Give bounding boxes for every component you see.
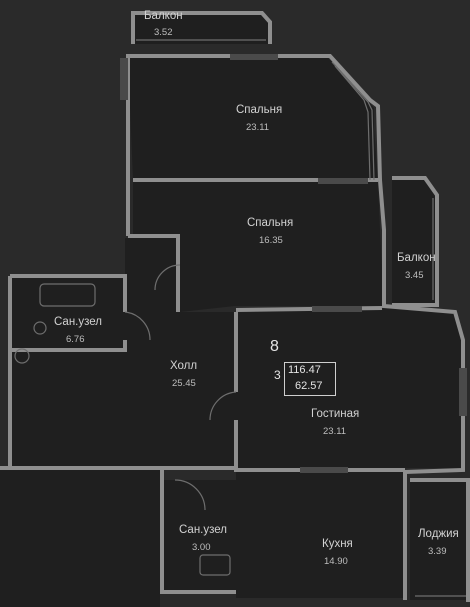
room-name-bedroom-2: Спальня (247, 217, 294, 229)
room-area-bathroom-1: 6.76 (66, 334, 85, 345)
room-area-living-room: 23.11 (323, 426, 347, 437)
wall-loggia (410, 478, 470, 602)
door-swing-bath1 (124, 311, 151, 341)
kitchen-fill (236, 470, 405, 598)
wall-balcony-right (392, 176, 439, 307)
window-bedroom2 (318, 178, 368, 184)
door-swing-living (209, 391, 237, 421)
room-name-bathroom-1: Сан.узел (54, 316, 102, 328)
living-room-fill (236, 308, 462, 468)
outer-wall-top (126, 54, 465, 474)
room-name-balcony-top: Балкон (144, 10, 183, 22)
apartment-total-area: 116.47 (288, 364, 321, 376)
window-kitchen (300, 467, 348, 473)
bay-window-line (331, 61, 375, 181)
balcony-right-fill (392, 178, 437, 305)
wall-bath1 (10, 274, 127, 312)
window-living (312, 306, 362, 312)
wall-bedroom-hall (128, 234, 180, 312)
room-name-bedroom-1: Спальня (236, 104, 283, 116)
door-swing-hall (154, 264, 181, 291)
room-area-bedroom-1: 23.11 (246, 122, 270, 133)
window-living-right (459, 368, 467, 416)
apartment-room-count: 3 (274, 368, 281, 382)
bedroom-2-fill (133, 180, 384, 312)
bay-window-line-2 (334, 65, 371, 181)
room-name-kitchen: Кухня (322, 538, 353, 550)
wall-bath1-bottom (10, 340, 127, 352)
bathroom-2-fill (162, 480, 236, 590)
bathtub (39, 283, 96, 307)
room-area-balcony-top: 3.52 (154, 27, 173, 38)
kitchen-sink (199, 554, 231, 576)
apartment-living-area: 62.57 (295, 380, 323, 392)
room-name-bathroom-2: Сан.узел (179, 524, 227, 536)
room-area-balcony-right: 3.45 (405, 270, 424, 281)
window-bedroom1-top (230, 54, 278, 60)
door-swing-bath2 (174, 479, 206, 511)
balcony-top-fill (133, 13, 270, 44)
wall-balcony-top (131, 11, 272, 44)
left-lower-fill (0, 470, 160, 607)
room-name-hall: Холл (170, 360, 198, 372)
sink (33, 321, 47, 335)
bathroom-1-fill (10, 278, 125, 350)
room-area-hall: 25.45 (172, 378, 196, 389)
loggia-fill (410, 480, 470, 600)
room-area-bedroom-2: 16.35 (259, 235, 283, 246)
room-area-bathroom-2: 3.00 (192, 542, 211, 553)
room-area-kitchen: 14.90 (324, 556, 348, 567)
apartment-number: 8 (270, 338, 279, 355)
room-area-loggia: 3.39 (428, 546, 447, 557)
window-left (120, 58, 128, 100)
room-name-loggia: Лоджия (418, 528, 459, 540)
toilet (14, 348, 30, 364)
apartment-area-box: 116.47 62.57 (284, 362, 336, 396)
room-name-balcony-right: Балкон (397, 252, 436, 264)
bedroom-1-fill (128, 58, 378, 180)
wall-bath2 (160, 470, 236, 594)
room-name-living-room: Гостиная (311, 408, 360, 420)
